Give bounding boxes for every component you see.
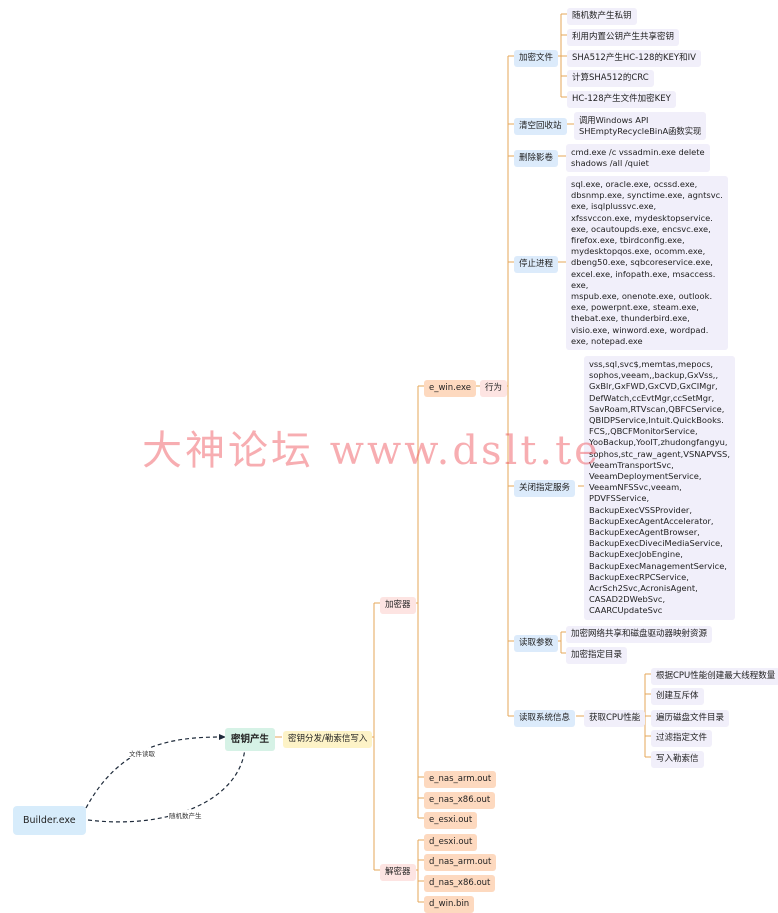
service-list-line: AcrSch2Svc,AcronisAgent, xyxy=(589,583,698,594)
decryptor-node: 解密器 xyxy=(380,864,416,881)
behavior-node: 行为 xyxy=(480,380,508,397)
process-list-line: mspub.exe, onenote.exe, outlook. xyxy=(571,291,713,302)
service-list-line: sophos,veeam,,backup,GxVss,, xyxy=(589,370,719,381)
service-list-line: BackupExecJobEngine, xyxy=(589,549,683,560)
get-cpu-node: 获取CPU性能 xyxy=(584,710,646,727)
encrypt-files-node: 加密文件 xyxy=(514,50,559,67)
dec-nas-arm-node: d_nas_arm.out xyxy=(424,854,497,871)
service-list-line: BackupExecManagementService, xyxy=(589,560,727,571)
service-list-line: PDVFSService, xyxy=(589,493,650,504)
dec-esxi-node: d_esxi.out xyxy=(424,834,478,851)
service-list-line: VeeamTransportSvc, xyxy=(589,459,674,470)
service-list-line: BackupExecAgentAccelerator, xyxy=(589,515,714,526)
recycle-line-2: SHEmptyRecycleBinA函数实现 xyxy=(579,126,702,137)
read-sysinfo-node: 读取系统信息 xyxy=(514,710,576,727)
shadow-line-2: shadows /all /quiet xyxy=(571,158,649,169)
service-list-line: vss,sql,svc$,memtas,mepocs, xyxy=(589,359,714,369)
process-list-line: exe, xyxy=(571,279,589,290)
process-list-line: xfssvccon.exe, mydesktopservice. xyxy=(571,212,713,223)
delete-shadow-detail: cmd.exe /c vssadmin.exe delete shadows /… xyxy=(566,144,710,173)
process-list-line: exe, isqlplussvc.exe, xyxy=(571,201,657,212)
process-list-line: firefox.exe, tbirdconfig.exe, xyxy=(571,235,685,246)
service-list-line: CAARCUpdateSvc xyxy=(589,605,663,616)
encrypt-step-1: 随机数产生私钥 xyxy=(567,8,637,25)
process-list-line: dbeng50.exe, sqbcoreservice.exe, xyxy=(571,257,713,268)
recycle-line-1: 调用Windows API xyxy=(579,115,649,125)
sysinfo-step-4: 过滤指定文件 xyxy=(651,730,713,747)
enc-nas-x86-node: e_nas_x86.out xyxy=(424,792,496,809)
edge-label-random-gen: 随机数产生 xyxy=(168,810,203,820)
sysinfo-step-1: 根据CPU性能创建最大线程数量 xyxy=(651,668,778,685)
encrypt-step-2: 利用内置公钥产生共享密钥 xyxy=(567,29,680,46)
process-list-line: dbsnmp.exe, synctime.exe, agntsvc. xyxy=(571,190,723,201)
process-list-line: mydesktopqos.exe, ocomm.exe, xyxy=(571,246,706,257)
service-list: vss,sql,svc$,memtas,mepocs,sophos,veeam,… xyxy=(584,356,735,620)
sysinfo-step-3: 遍历磁盘文件目录 xyxy=(651,710,730,727)
service-list-line: YooBackup,YooIT,zhudongfangyu, xyxy=(589,437,728,448)
process-list-line: sql.exe, oracle.exe, ocssd.exe, xyxy=(571,179,698,189)
empty-recycle-detail: 调用Windows API SHEmptyRecycleBinA函数实现 xyxy=(574,112,707,141)
service-list-line: FCS,,QBCFMonitorService, xyxy=(589,426,698,437)
enc-esxi-node: e_esxi.out xyxy=(424,812,478,829)
param-target-dir: 加密指定目录 xyxy=(566,647,628,664)
service-list-line: sophos,stc_raw_agent,VSNAPVSS, xyxy=(589,448,730,459)
param-network-shares: 加密网络共享和磁盘驱动器映射资源 xyxy=(566,626,713,643)
stop-service-node: 关闭指定服务 xyxy=(514,480,576,497)
encrypt-step-3: SHA512产生HC-128的KEY和IV xyxy=(567,50,701,67)
e-win-node: e_win.exe xyxy=(424,380,476,397)
process-list-line: excel.exe, infopath.exe, msaccess. xyxy=(571,268,716,279)
service-list-line: VeeamNFSSvc,veeam, xyxy=(589,482,682,493)
dec-nas-x86-node: d_nas_x86.out xyxy=(424,875,496,892)
shadow-line-1: cmd.exe /c vssadmin.exe delete xyxy=(571,147,705,157)
service-list-line: BackupExecDiveciMediaService, xyxy=(589,538,723,549)
distribute-node: 密钥分发/勒索信写入 xyxy=(283,731,373,748)
process-list-line: thebat.exe, thunderbird.exe, xyxy=(571,313,690,324)
sysinfo-step-5: 写入勒索信 xyxy=(651,751,704,768)
service-list-line: GxBlr,GxFWD,GxCVD,GxCIMgr, xyxy=(589,381,718,392)
service-list-line: BackupExecVSSProvider, xyxy=(589,504,692,515)
service-list-line: BackupExecAgentBrowser, xyxy=(589,527,700,538)
process-list-line: exe, notepad.exe xyxy=(571,335,643,346)
encrypt-step-4: 计算SHA512的CRC xyxy=(567,70,654,87)
encryptor-node: 加密器 xyxy=(380,597,416,614)
sysinfo-step-2: 创建互斥体 xyxy=(651,688,704,705)
process-list-line: exe, powerpnt.exe, steam.exe, xyxy=(571,302,699,313)
edge-label-file-read: 文件读取 xyxy=(128,748,156,758)
encrypt-step-5: HC-128产生文件加密KEY xyxy=(567,91,676,108)
dec-win-node: d_win.bin xyxy=(424,896,475,913)
service-list-line: BackupExecRPCService, xyxy=(589,571,689,582)
service-list-line: SavRoam,RTVscan,QBFCService, xyxy=(589,403,725,414)
key-generation-node: 密钥产生 xyxy=(225,728,276,751)
empty-recycle-node: 清空回收站 xyxy=(514,118,567,135)
delete-shadow-node: 删除影卷 xyxy=(514,150,559,167)
builder-node: Builder.exe xyxy=(13,806,86,835)
service-list-line: DefWatch,ccEvtMgr,ccSetMgr, xyxy=(589,392,715,403)
service-list-line: QBIDPService,Intuit.QuickBooks. xyxy=(589,415,724,426)
service-list-line: VeeamDeploymentService, xyxy=(589,471,702,482)
enc-nas-arm-node: e_nas_arm.out xyxy=(424,771,497,788)
process-list: sql.exe, oracle.exe, ocssd.exe,dbsnmp.ex… xyxy=(566,176,728,351)
stop-process-node: 停止进程 xyxy=(514,256,559,273)
read-params-node: 读取参数 xyxy=(514,635,559,652)
service-list-line: CASAD2DWebSvc, xyxy=(589,594,666,605)
process-list-line: exe, ocautoupds.exe, encsvc.exe, xyxy=(571,223,711,234)
process-list-line: visio.exe, winword.exe, wordpad. xyxy=(571,324,709,335)
